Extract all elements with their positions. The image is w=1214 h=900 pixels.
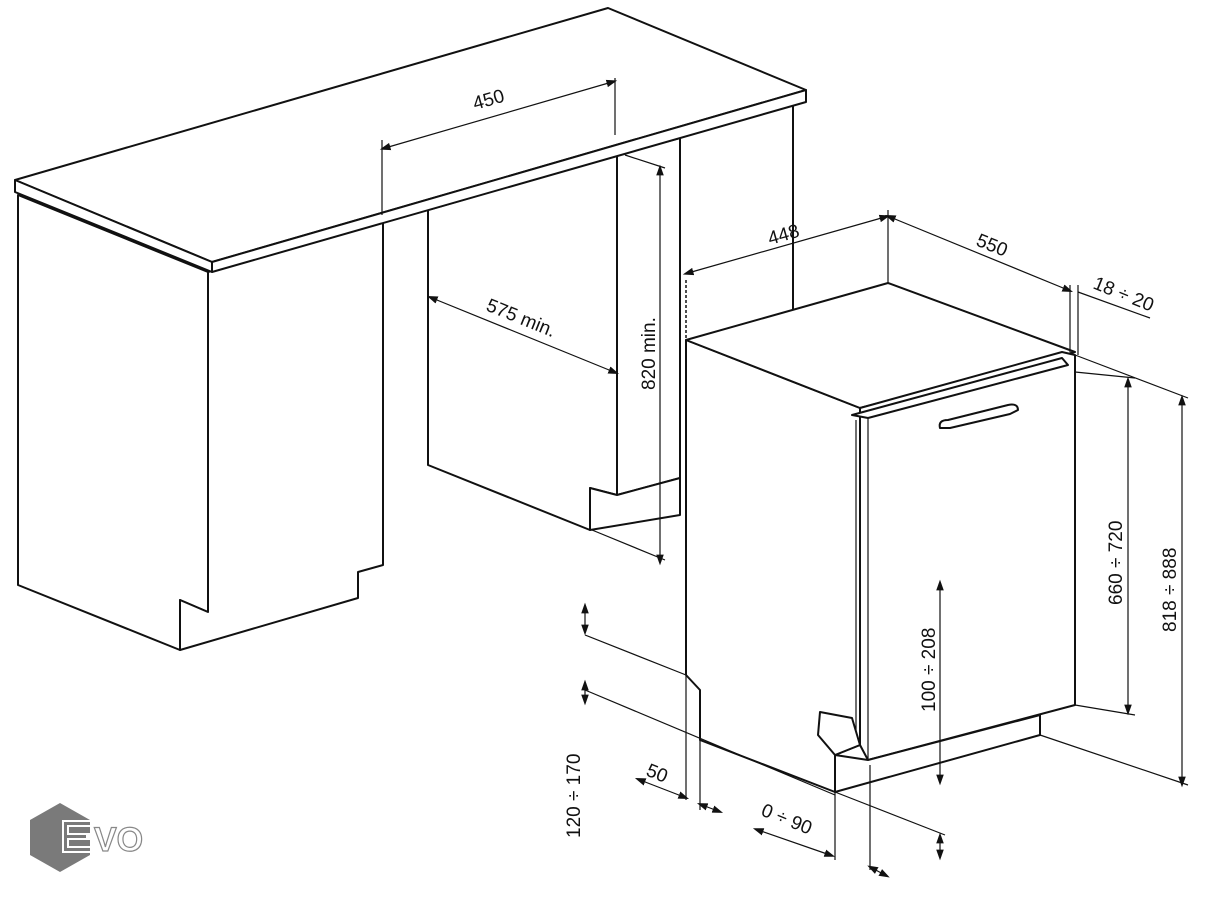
evo-logo: VO [30, 803, 144, 872]
label-appliance-width: 448 [766, 221, 802, 250]
label-plinth-offset: 50 [643, 760, 670, 787]
label-door-height: 660 ÷ 720 [1106, 521, 1127, 605]
label-door-thickness: 18 ÷ 20 [1090, 273, 1157, 316]
label-plinth-gap: 100 ÷ 208 [919, 628, 940, 712]
label-total-height: 818 ÷ 888 [1160, 548, 1181, 632]
door-handle [938, 403, 1019, 429]
dimension-lines [379, 78, 1189, 878]
dishwasher [685, 280, 1076, 793]
label-appliance-depth: 550 [973, 230, 1010, 261]
svg-text:VO: VO [94, 821, 143, 859]
label-cabinet-height: 820 min. [639, 317, 660, 390]
label-plinth-height: 120 ÷ 170 [564, 754, 585, 838]
